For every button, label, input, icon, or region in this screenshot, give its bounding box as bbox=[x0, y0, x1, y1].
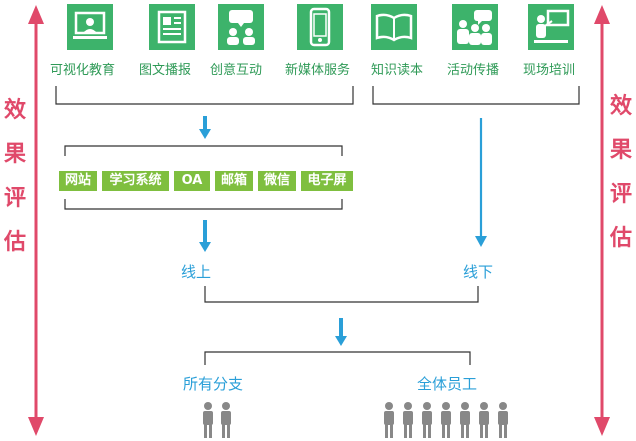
person-icon bbox=[422, 402, 432, 438]
chat-people-icon bbox=[218, 4, 264, 50]
online-tag: 电子屏 bbox=[301, 171, 353, 191]
all-staff-people-icons bbox=[384, 402, 508, 438]
arrow-to-offline bbox=[475, 118, 487, 247]
classroom-training-icon bbox=[528, 4, 574, 50]
right-double-arrow bbox=[594, 5, 610, 436]
person-icon bbox=[221, 402, 231, 438]
channel-label: 知识读本 bbox=[371, 63, 424, 78]
merge-bracket bbox=[204, 286, 479, 303]
branches-label: 所有分支 bbox=[183, 375, 244, 393]
side-char: 评 bbox=[610, 182, 633, 207]
staff-bracket bbox=[204, 351, 471, 365]
person-icon bbox=[479, 402, 489, 438]
left-double-arrow bbox=[28, 5, 44, 436]
side-char: 评 bbox=[4, 186, 27, 211]
online-tag: OA bbox=[174, 171, 210, 191]
offline-label: 线下 bbox=[463, 263, 494, 281]
person-icon bbox=[498, 402, 508, 438]
tags-top-bracket bbox=[64, 145, 343, 156]
channel-label: 可视化教育 bbox=[50, 63, 116, 78]
person-icon bbox=[203, 402, 213, 438]
side-char: 估 bbox=[4, 230, 27, 255]
arrow-to-online bbox=[199, 220, 211, 252]
channel-label: 活动传播 bbox=[447, 63, 500, 78]
online-tag: 微信 bbox=[258, 171, 296, 191]
online-channels-bracket bbox=[55, 86, 354, 105]
arrow-to-staff bbox=[335, 318, 347, 346]
person-icon bbox=[460, 402, 470, 438]
open-book-icon bbox=[371, 4, 417, 50]
side-char: 估 bbox=[610, 226, 633, 251]
online-tag: 网站 bbox=[59, 171, 97, 191]
side-char: 果 bbox=[4, 142, 27, 167]
online-tag: 邮箱 bbox=[215, 171, 253, 191]
online-label: 线上 bbox=[181, 263, 212, 281]
mobile-phone-icon bbox=[297, 4, 343, 50]
channel-label: 新媒体服务 bbox=[285, 63, 351, 78]
person-icon bbox=[403, 402, 413, 438]
person-icon bbox=[441, 402, 451, 438]
group-talk-icon bbox=[452, 4, 498, 50]
side-char: 果 bbox=[610, 138, 633, 163]
channel-label: 创意互动 bbox=[210, 63, 263, 78]
side-char: 效 bbox=[610, 94, 633, 119]
newspaper-icon bbox=[149, 4, 195, 50]
person-icon bbox=[384, 402, 394, 438]
offline-channels-bracket bbox=[372, 86, 580, 105]
all-staff-label: 全体员工 bbox=[417, 375, 478, 393]
side-char: 效 bbox=[4, 98, 27, 123]
branches-people-icons bbox=[203, 402, 231, 438]
channel-label: 现场培训 bbox=[523, 63, 576, 78]
online-tag: 学习系统 bbox=[102, 171, 169, 191]
tags-bottom-bracket bbox=[64, 199, 343, 210]
arrow-to-tags bbox=[199, 116, 211, 139]
channel-label: 图文播报 bbox=[139, 63, 192, 78]
presentation-screen-icon bbox=[67, 4, 113, 50]
